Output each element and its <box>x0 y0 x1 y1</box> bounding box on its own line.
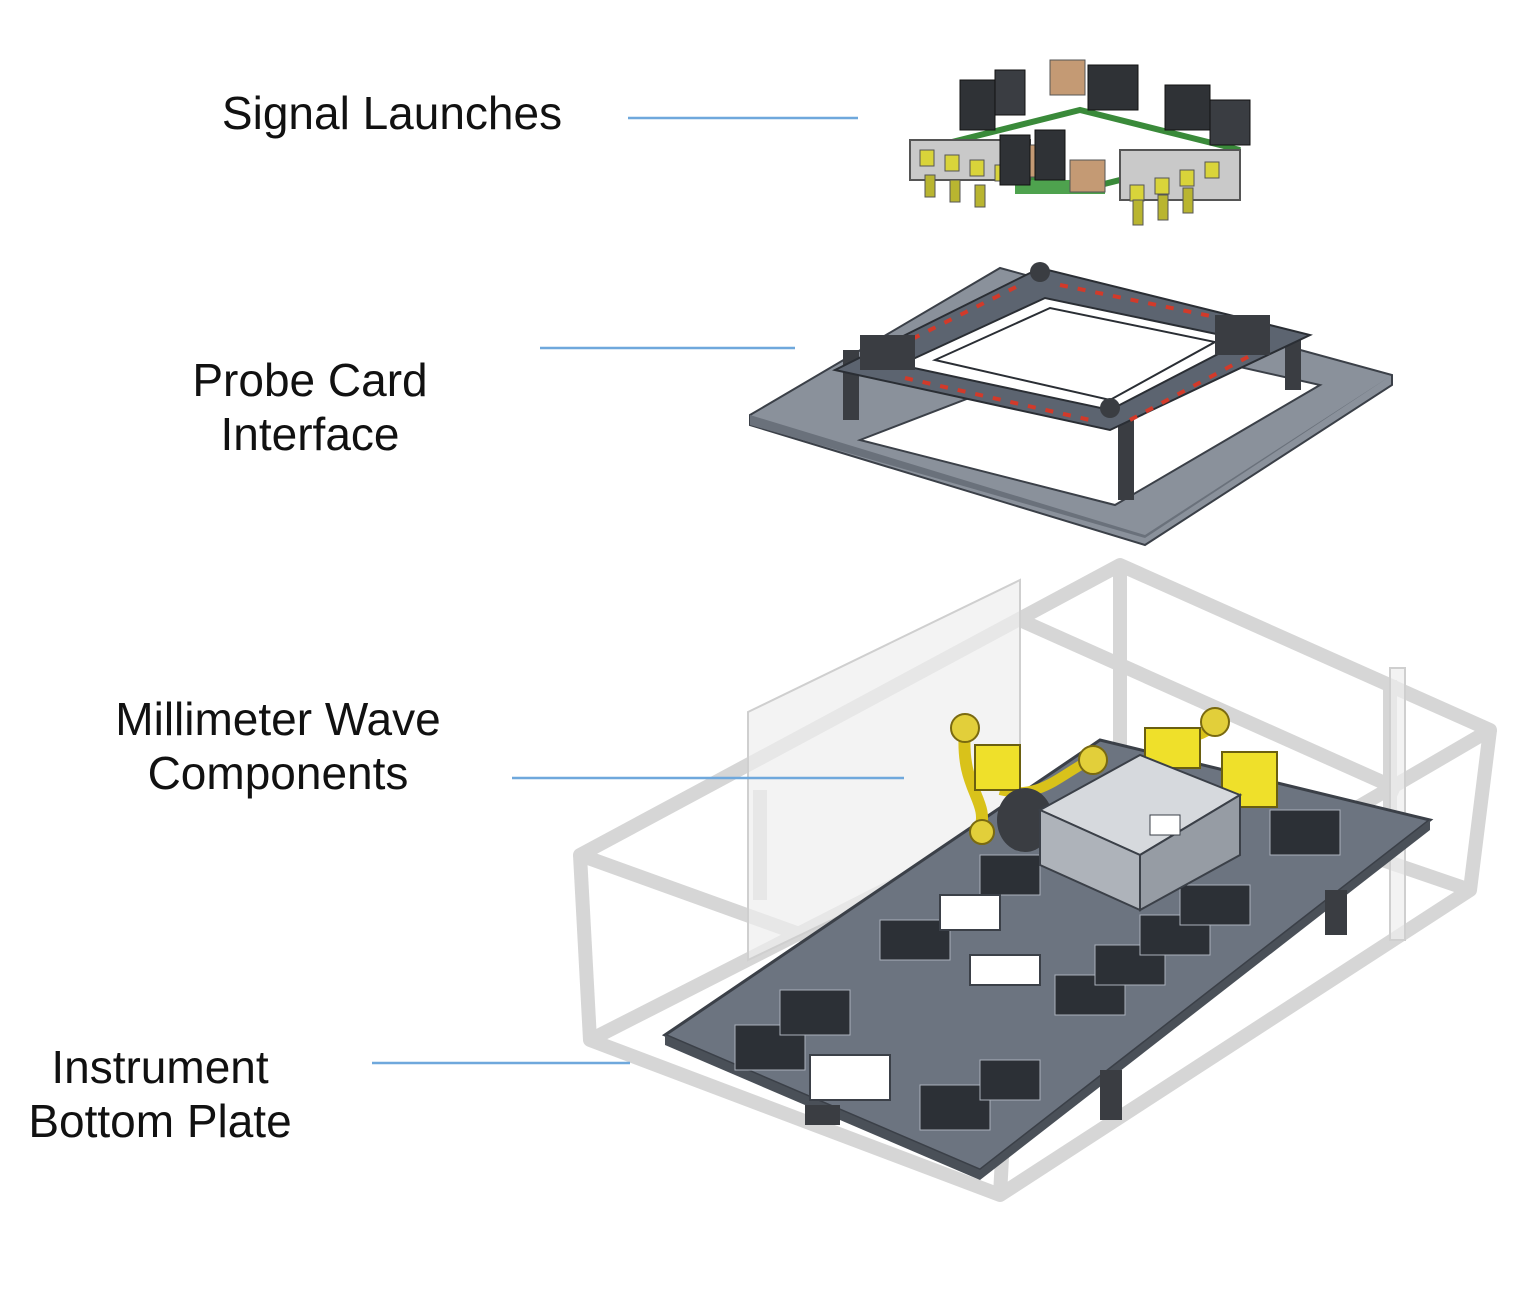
millimeter-wave-components-part <box>950 707 1278 912</box>
label-line: Interface <box>220 408 400 460</box>
label-millimeter-wave-components: Millimeter Wave Components <box>78 692 478 800</box>
label-line: Components <box>147 747 409 799</box>
label-line: Millimeter Wave <box>115 693 441 745</box>
label-instrument-bottom-plate: Instrument Bottom Plate <box>0 1040 320 1148</box>
label-line: Signal Launches <box>221 87 563 139</box>
label-line: Probe Card <box>192 354 428 406</box>
probe-card-interface-part <box>749 262 1393 547</box>
label-line: Instrument <box>51 1041 269 1093</box>
label-probe-card-interface: Probe Card Interface <box>110 353 510 461</box>
signal-launches-part <box>909 59 1251 226</box>
side-panel <box>1389 667 1406 941</box>
label-line: Bottom Plate <box>28 1095 292 1147</box>
label-signal-launches: Signal Launches <box>192 86 592 140</box>
